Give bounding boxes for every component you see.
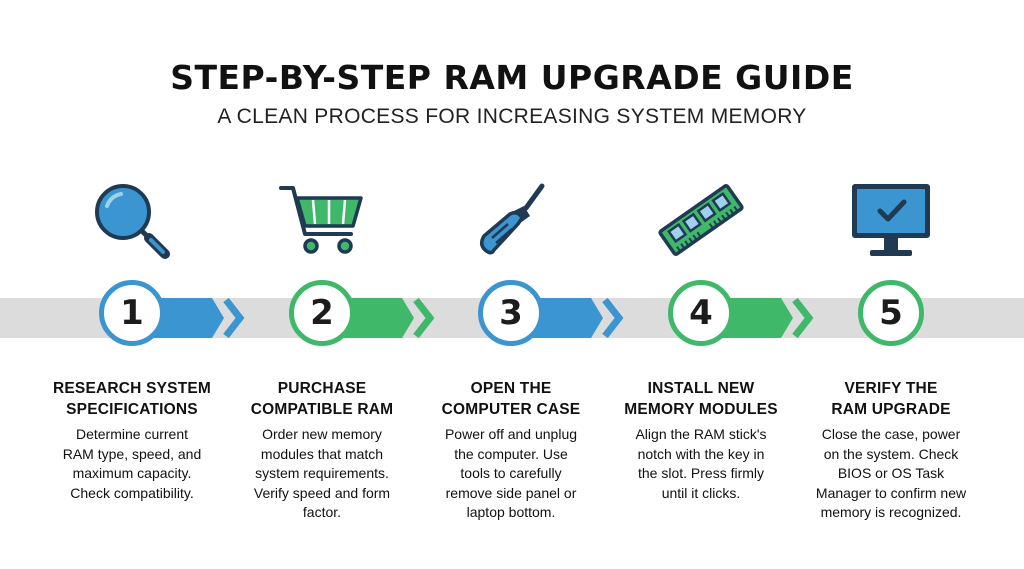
step-1-heading: RESEARCH SYSTEM SPECIFICATIONS <box>52 380 212 418</box>
step-1-number-badge: 1 <box>99 280 165 346</box>
step-2-heading: PURCHASE COMPATIBLE RAM <box>250 380 394 418</box>
step-5-number-badge: 5 <box>858 280 924 346</box>
magnifying-glass-icon <box>87 178 177 263</box>
page-title: STEP-BY-STEP RAM UPGRADE GUIDE <box>170 58 854 97</box>
step-4-number-badge: 4 <box>668 280 734 346</box>
ram-stick-icon <box>656 178 746 263</box>
step-5-description: Close the case, power on the system. Che… <box>815 426 967 520</box>
step-1: 1 RESEARCH SYSTEM SPECIFICATIONS Determi… <box>32 0 245 569</box>
page-subtitle: A CLEAN PROCESS FOR INCREASING SYSTEM ME… <box>217 105 807 128</box>
screwdriver-icon <box>466 178 556 263</box>
step-3-description: Power off and unplug the computer. Use t… <box>444 426 578 520</box>
step-5-heading: VERIFY THE RAM UPGRADE <box>831 380 951 418</box>
step-5: 5 VERIFY THE RAM UPGRADE Close the case,… <box>791 0 991 569</box>
step-2-number-badge: 2 <box>289 280 355 346</box>
step-3-heading: OPEN THE COMPUTER CASE <box>441 380 581 418</box>
step-2-description: Order new memory modules that match syst… <box>253 426 391 520</box>
step-3: 3 OPEN THE COMPUTER CASE Power off and u… <box>411 0 624 569</box>
monitor-check-icon <box>846 178 936 263</box>
step-4: 4 INSTALL NEW MEMORY MODULES Align the R… <box>601 0 814 569</box>
step-4-description: Align the RAM stick's notch with the key… <box>635 426 767 501</box>
step-1-description: Determine current RAM type, speed, and m… <box>62 426 202 501</box>
step-2: 2 PURCHASE COMPATIBLE RAM Order new memo… <box>222 0 435 569</box>
step-3-number-badge: 3 <box>478 280 544 346</box>
step-4-heading: INSTALL NEW MEMORY MODULES <box>624 380 778 418</box>
shopping-cart-icon <box>277 178 367 263</box>
